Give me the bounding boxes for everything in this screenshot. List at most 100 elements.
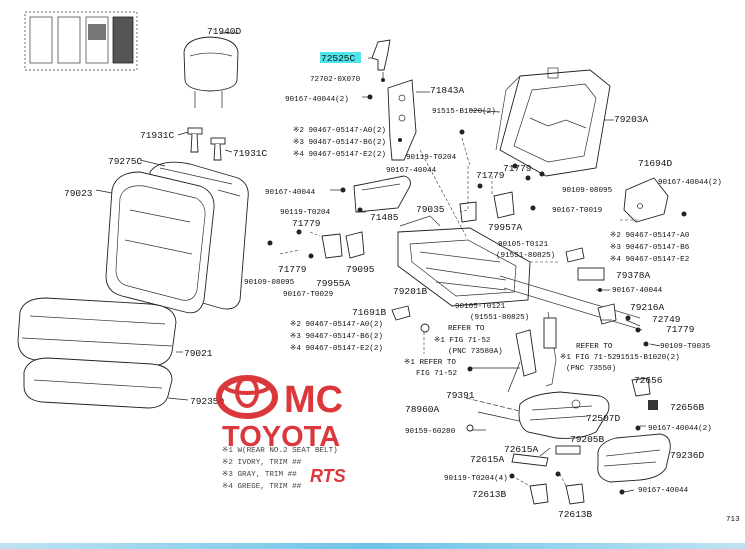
label-fig1[interactable]: ※1 FIG 71-52 [434,336,491,345]
label-fig2[interactable]: ※1 FIG 71-52 [560,353,617,362]
label-91551a[interactable]: (91551-80825) [496,252,555,260]
label-79203a[interactable]: 79203A [614,114,649,125]
headrest-guides [177,127,233,161]
figure-number: 713 [726,516,740,524]
label-note3b[interactable]: ※3 90467-05147-B6 [610,243,690,252]
label-79216a[interactable]: 79216A [630,302,665,313]
label-71779b[interactable]: 71779 [476,170,505,181]
right-small-parts [543,303,649,387]
label-79023[interactable]: 79023 [64,188,93,199]
label-90167i[interactable]: 90167-40044 [638,487,689,495]
label-79391[interactable]: 79391 [446,390,475,401]
label-71843a[interactable]: 71843A [430,85,465,96]
headrest-71940d [183,32,239,108]
label-79035[interactable]: 79035 [416,204,445,215]
label-72613b-1[interactable]: 72613B [472,489,507,500]
bottom-accent-bar [0,543,745,549]
label-71691b[interactable]: 71691B [352,307,387,318]
module-79378a [565,247,605,292]
label-79235d[interactable]: 79235D [190,396,225,407]
label-note3a[interactable]: ※3 90467-05147-B6(2) [293,138,386,147]
label-71779c[interactable]: 71779 [292,218,321,229]
label-72615a[interactable]: 72615A [504,444,539,455]
clip-71691b [391,305,430,333]
label-72749[interactable]: 72749 [652,314,681,325]
label-90119a[interactable]: 90119-T0204 [406,154,457,162]
label-79275c[interactable]: 79275C [108,156,143,167]
label-71931c-2[interactable]: 71931C [233,148,268,159]
label-note4c[interactable]: ※4 90467-05147-E2(2) [290,344,383,353]
center-upper-parts [340,39,417,213]
label-79021[interactable]: 79021 [184,348,213,359]
label-71931c-1[interactable]: 71931C [140,130,175,141]
label-90167f[interactable]: 90167-T0029 [283,291,334,299]
label-90167h[interactable]: 90167-40044(2) [648,425,712,433]
legend-line-2: ※2 IVORY, TRIM ## [222,458,302,467]
label-90105b[interactable]: 90105-T0121 [455,303,506,311]
label-refer1[interactable]: REFER TO [448,325,485,333]
label-note2a[interactable]: ※2 90467-05147-A0(2) [293,126,386,135]
label-90105a[interactable]: 90105-T0121 [498,241,549,249]
label-90167a[interactable]: 90167-40044(2) [285,96,349,104]
label-note2b[interactable]: ※2 90467-05147-A0 [610,231,690,240]
label-71940d[interactable]: 71940D [207,26,242,37]
label-71694d[interactable]: 71694D [638,158,673,169]
label-71779a[interactable]: 71779 [503,163,532,174]
label-pnc1[interactable]: (PNC 73580A) [448,348,503,356]
label-note3c[interactable]: ※3 90467-05147-B6(2) [290,332,383,341]
label-79955a[interactable]: 79955A [316,278,351,289]
watermark-brand: TOYOTA [222,421,340,453]
label-note4b[interactable]: ※4 90467-05147-E2 [610,255,690,264]
label-90119c[interactable]: 90119-T0204(4) [444,475,508,483]
label-72525c[interactable]: 72525C [321,53,356,64]
label-refer3[interactable]: ※1 REFER TO [404,358,456,367]
label-72656[interactable]: 72656 [634,375,663,386]
legend-line-4: ※4 GREGE, TRIM ## [222,482,302,491]
label-91551b[interactable]: (91551-80825) [470,314,529,322]
label-pnc2[interactable]: (PNC 73550) [566,365,616,373]
label-90109b[interactable]: 90109-08095 [244,279,295,287]
leader-lines [279,91,661,493]
label-78960a[interactable]: 78960A [405,404,440,415]
label-79378a[interactable]: 79378A [616,270,651,281]
label-91515a[interactable]: 91515-B1020(2) [432,108,496,116]
seatback-frame-79203a [459,67,611,189]
label-72615a-2[interactable]: 72615A [470,454,505,465]
label-90167e[interactable]: 90167-T0019 [552,207,603,215]
label-91515b[interactable]: 91515-B1020(2) [616,354,680,362]
watermark-logo: MC TOYOTA RTS [216,375,346,486]
label-90109c[interactable]: 90109-T0035 [660,343,711,351]
watermark-mark: MC [284,379,343,421]
label-90167c[interactable]: 90167-40044(2) [658,179,722,187]
label-90159[interactable]: 90159-60280 [405,428,456,436]
label-71485[interactable]: 71485 [370,212,399,223]
label-90167b[interactable]: 90167-40044 [386,167,437,175]
label-90109a[interactable]: 90109-08095 [562,187,613,195]
legend: ※1 W(REAR NO.2 SEAT BELT) ※2 IVORY, TRIM… [222,446,338,491]
hinge-brackets [267,229,365,259]
lower-brackets [509,453,585,505]
label-refer2[interactable]: REFER TO [576,343,613,351]
label-90119b[interactable]: 90119-T0204 [280,209,331,217]
label-72702[interactable]: 72702-0X070 [310,76,361,84]
highlighted-part-marker [320,52,361,63]
label-79095[interactable]: 79095 [346,264,375,275]
label-79205b[interactable]: 79205B [570,434,605,445]
cover-79236d [597,425,671,495]
label-71779e[interactable]: 71779 [666,324,695,335]
bracket-71694d [623,177,687,223]
label-note2c[interactable]: ※2 90467-05147-A0(2) [290,320,383,329]
label-note4a[interactable]: ※4 90467-05147-E2(2) [293,150,386,159]
label-79201b[interactable]: 79201B [393,286,428,297]
label-72613b-2[interactable]: 72613B [558,509,593,520]
label-79957a[interactable]: 79957A [488,222,523,233]
label-fig3[interactable]: FIG 71-52 [416,370,457,378]
watermark-suffix: RTS [310,466,346,486]
label-90167d[interactable]: 90167-40044 [265,189,316,197]
label-72656b[interactable]: 72656B [670,402,705,413]
label-90167g[interactable]: 90167-40044 [612,287,663,295]
label-72507d[interactable]: 72507D [586,413,621,424]
label-79236d[interactable]: 79236D [670,450,705,461]
label-71779d-left[interactable]: 71779 [278,264,307,275]
